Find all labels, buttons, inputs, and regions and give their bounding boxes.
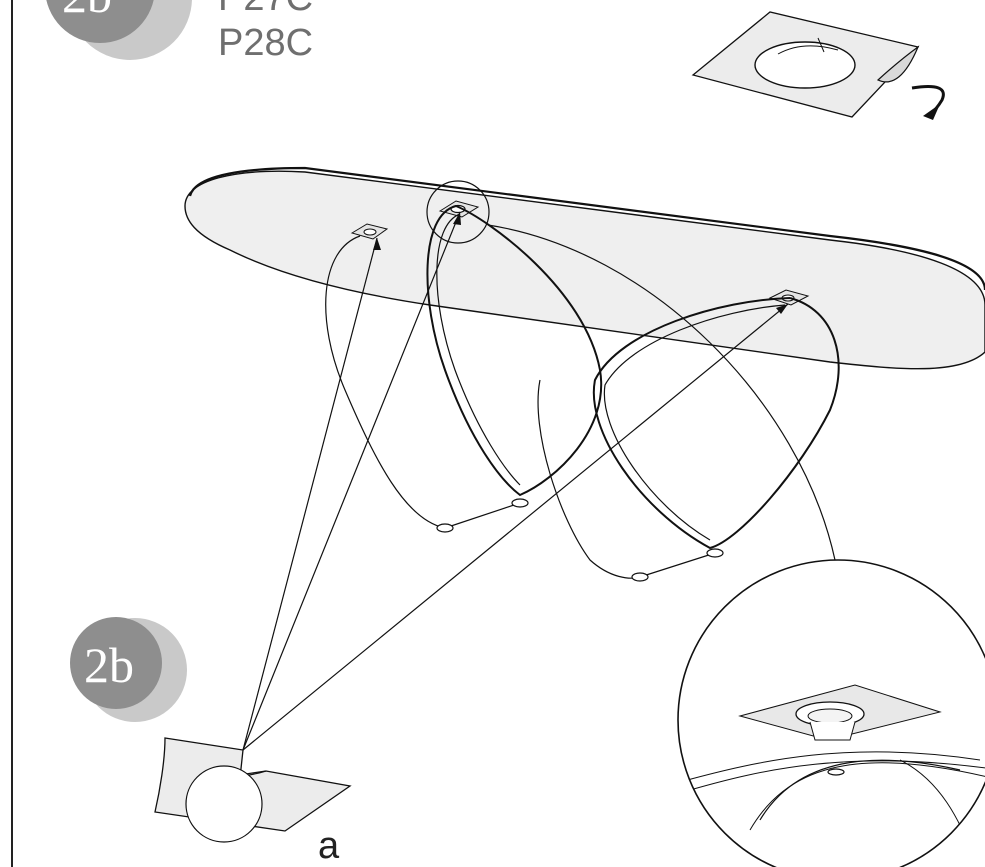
- table-top: [184, 166, 985, 370]
- part-label-2: P28C: [218, 22, 313, 64]
- detail-guide-curve: [487, 224, 836, 561]
- chair-right: [537, 297, 840, 582]
- zoom-detail: [677, 559, 985, 867]
- placement-arrows: [242, 211, 789, 751]
- chair-left: [325, 205, 603, 533]
- peel-sheet-illustration: [691, 11, 920, 118]
- step-badge-top: 2b: [46, 0, 192, 60]
- step-badge-bottom-label: 2b: [84, 637, 134, 693]
- callout-letter-a: a: [318, 825, 340, 867]
- peel-arrow-icon: [911, 85, 945, 120]
- part-label-1: P27C: [218, 0, 313, 19]
- step-badge-top-label: 2b: [62, 0, 112, 23]
- detail-marker-circle: [426, 180, 490, 244]
- step-badge-bottom: 2b: [70, 617, 187, 722]
- adhesive-pad-a: [154, 737, 352, 843]
